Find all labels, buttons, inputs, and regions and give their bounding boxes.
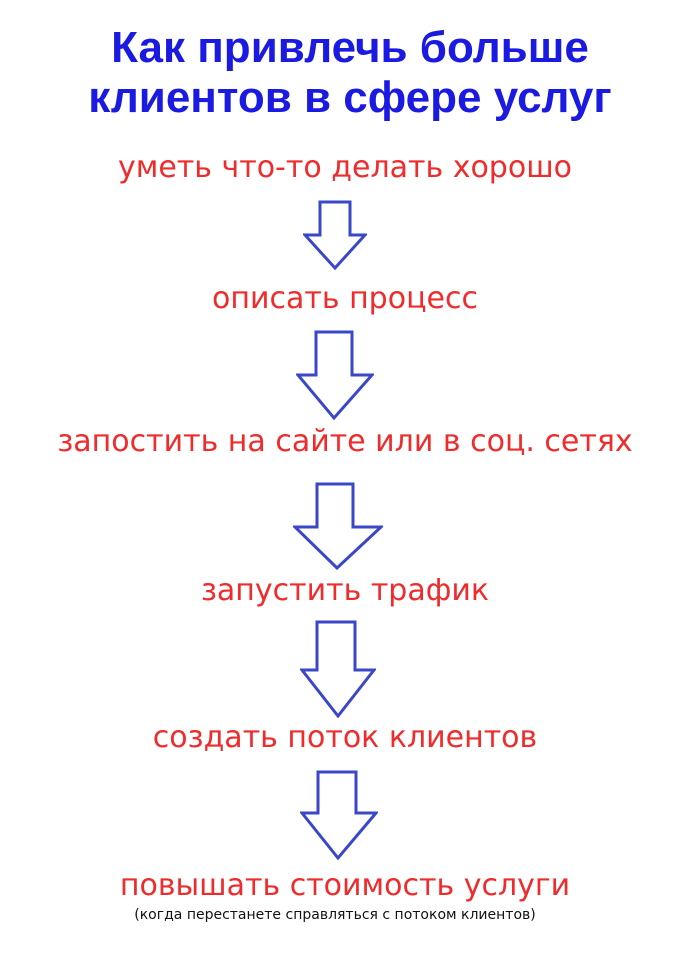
down-arrow-icon xyxy=(300,620,376,718)
page-title-line-1: Как привлечь больше xyxy=(111,23,589,72)
step-4-label: запустить трафик xyxy=(200,573,490,608)
step-3-label: запостить на сайте или в соц. сетях xyxy=(57,424,633,459)
step-6-note: (когда перестанете справляться с потоком… xyxy=(134,907,536,923)
down-arrow-icon xyxy=(296,330,374,420)
step-1-label: уметь что-то делать хорошо xyxy=(117,150,573,185)
step-6-label: повышать стоимость услуги xyxy=(119,868,571,903)
step-5-label: создать поток клиентов xyxy=(152,720,538,755)
down-arrow-icon xyxy=(300,770,378,860)
step-2-label: описать процесс xyxy=(212,281,478,316)
down-arrow-icon xyxy=(293,482,383,570)
page-title-line-2: клиентов в сфере услуг xyxy=(88,73,612,122)
down-arrow-icon xyxy=(303,200,367,270)
